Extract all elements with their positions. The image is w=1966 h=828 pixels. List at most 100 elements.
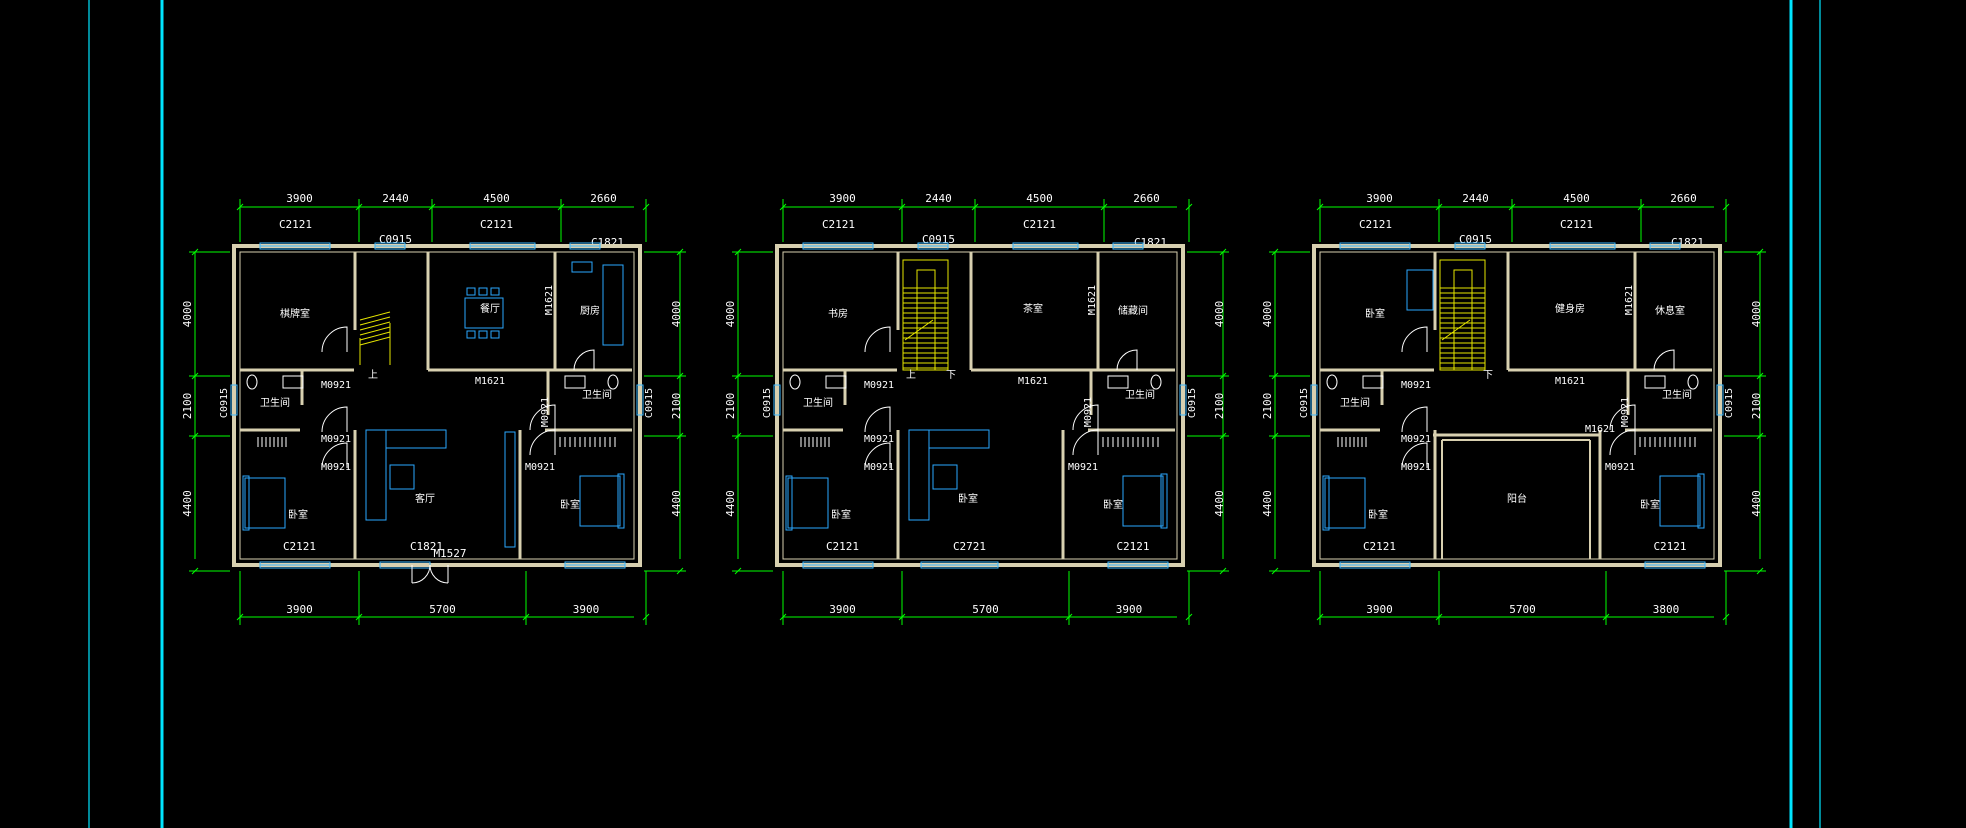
dimension-tick — [1435, 203, 1443, 211]
door-label: M0921 — [321, 462, 351, 473]
window-label-left: C0915 — [219, 388, 230, 418]
window-label-top: C2121 — [1560, 218, 1593, 231]
dimension-label-side: 2100 — [670, 393, 683, 420]
stair-direction-label: 下 — [946, 370, 956, 381]
dimension-label-bottom: 5700 — [972, 603, 999, 616]
dimension-tick — [522, 613, 530, 621]
door-swing-icon — [321, 326, 348, 353]
stair-well — [916, 269, 936, 371]
stair-step — [359, 311, 391, 321]
window-label-top: C2121 — [822, 218, 855, 231]
chair-icon — [466, 330, 476, 339]
door-swing-icon — [529, 404, 556, 431]
dimension-tick — [1219, 372, 1227, 380]
dimension-label-top: 4500 — [1026, 192, 1053, 205]
stair-direction-label: 上 — [906, 369, 916, 381]
dimension-tick — [676, 372, 684, 380]
dimension-tick — [1602, 613, 1610, 621]
sink-icon — [1362, 375, 1384, 389]
room-label-bath-left: 卫生间 — [803, 396, 833, 409]
door-label: M1621 — [1555, 376, 1585, 387]
dimension-tick — [1435, 613, 1443, 621]
dimension-tick — [734, 567, 742, 575]
dimension-tick — [898, 613, 906, 621]
dimension-label-side: 2100 — [1261, 393, 1274, 420]
door-swing-icon — [321, 406, 348, 433]
dimension-label-bottom: 3800 — [1653, 603, 1680, 616]
dimension-label-top: 3900 — [1366, 192, 1393, 205]
dimension-tick — [971, 203, 979, 211]
kitchen-counter-icon — [602, 264, 624, 346]
room-label-bot-right: 卧室 — [560, 498, 580, 511]
exterior-wall-inner — [239, 251, 635, 560]
door-label: M0921 — [1605, 462, 1635, 473]
exterior-wall — [1312, 244, 1722, 567]
sink-icon — [1107, 375, 1129, 389]
window-label-bottom: C2121 — [826, 540, 859, 553]
dimension-label-side: 2100 — [724, 393, 737, 420]
door-swing-icon — [1609, 429, 1636, 456]
dimension-tick — [1722, 203, 1730, 211]
dimension-tick — [1316, 613, 1324, 621]
window-right — [636, 384, 644, 416]
dimension-label-top: 2660 — [1133, 192, 1160, 205]
toilet-icon — [607, 374, 619, 390]
dimension-tick — [1316, 203, 1324, 211]
dimension-tick — [642, 203, 650, 211]
bed-icon — [1406, 269, 1434, 311]
dimension-label-top: 2660 — [590, 192, 617, 205]
window-label-bottom: C2121 — [283, 540, 316, 553]
dimension-tick — [557, 203, 565, 211]
dimension-tick — [355, 203, 363, 211]
dimension-label-top: 2440 — [382, 192, 409, 205]
window-right — [1179, 384, 1187, 416]
dimension-label-side: 2100 — [1213, 393, 1226, 420]
dimension-tick — [734, 432, 742, 440]
door-label: M1621 — [544, 285, 555, 315]
dimension-tick — [1219, 432, 1227, 440]
sink-icon — [825, 375, 847, 389]
dimension-label-top: 4500 — [483, 192, 510, 205]
stair-step — [359, 336, 391, 346]
window-label-top: C2121 — [1023, 218, 1056, 231]
furniture — [242, 261, 625, 548]
dimension-label-side: 4400 — [1261, 490, 1274, 517]
dimension-tick — [734, 372, 742, 380]
door-label-entrance: M1527 — [433, 547, 466, 560]
exterior-wall-inner — [1319, 251, 1715, 560]
room-label-bot-left: 卧室 — [1368, 508, 1388, 521]
stair-direction-label: 上 — [368, 369, 378, 381]
dimension-label-top: 3900 — [829, 192, 856, 205]
room-label-bath-left: 卫生间 — [260, 396, 290, 409]
dimension-tick — [734, 248, 742, 256]
stair-step — [359, 321, 391, 331]
door-label: M1621 — [1087, 285, 1098, 315]
dimension-tick — [191, 432, 199, 440]
dimension-tick — [1271, 567, 1279, 575]
bed-icon — [1122, 475, 1164, 527]
window-left — [773, 384, 781, 416]
dimension-tick — [898, 203, 906, 211]
dimension-label-side: 4400 — [1213, 490, 1226, 517]
bed-headboard-icon — [1697, 473, 1705, 529]
window-label-bottom: C2121 — [1116, 540, 1149, 553]
door-label: M0921 — [525, 462, 555, 473]
dimension-tick — [1185, 203, 1193, 211]
bed-icon — [1324, 477, 1366, 529]
door-swing-icon — [1653, 349, 1675, 371]
dimension-tick — [1508, 203, 1516, 211]
toilet-icon — [246, 374, 258, 390]
stair-step — [359, 316, 391, 326]
room-label-bot-right: 卧室 — [1640, 498, 1660, 511]
chair-icon — [466, 287, 476, 296]
dimension-tick — [779, 613, 787, 621]
dimension-tick — [1756, 567, 1764, 575]
dimension-label-side: 4000 — [1213, 301, 1226, 328]
stair-step — [359, 331, 391, 341]
sofa-icon — [365, 429, 387, 521]
door-label: M0921 — [864, 434, 894, 445]
dimension-tick — [1219, 567, 1227, 575]
bed-icon — [1659, 475, 1701, 527]
window-label-right: C0915 — [1187, 388, 1198, 418]
